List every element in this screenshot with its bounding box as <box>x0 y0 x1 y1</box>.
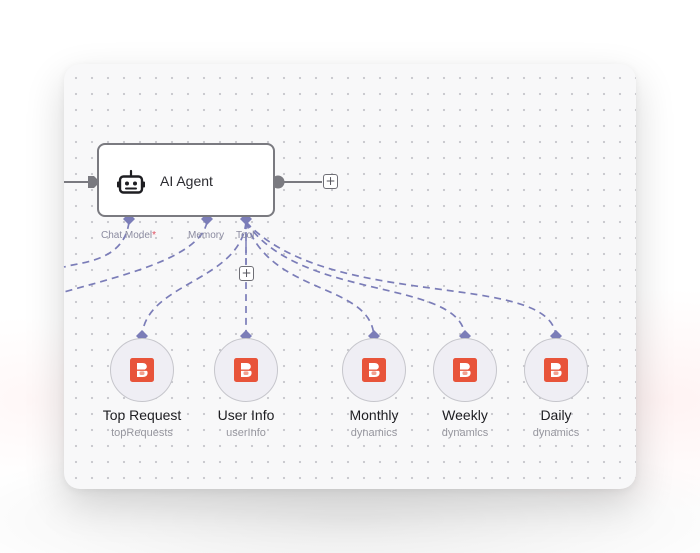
tool-title-weekly: Weekly <box>442 407 488 423</box>
dynamics-logo-icon <box>453 358 477 382</box>
workflow-canvas[interactable] <box>64 64 636 489</box>
ai-agent-title: AI Agent <box>160 173 213 189</box>
tool-subtitle-top-request: topRequests <box>111 427 173 439</box>
tool-node-user-info[interactable] <box>214 338 278 402</box>
tool-title-monthly: Monthly <box>349 407 399 423</box>
tool-node-monthly[interactable] <box>342 338 406 402</box>
tool-node-weekly[interactable] <box>433 338 497 402</box>
tool-subtitle-weekly: dynamics <box>441 427 489 439</box>
tool-node-daily[interactable] <box>524 338 588 402</box>
chat-model-label-text: Chat Model <box>101 230 153 241</box>
tool-title-daily: Daily <box>540 407 572 423</box>
add-tool-button[interactable]: + <box>239 266 254 281</box>
tool-node-top-request[interactable] <box>110 338 174 402</box>
tool-title-top-request: Top Request <box>102 407 182 423</box>
tool-subtitle-user-info: userInfo <box>226 427 266 439</box>
tool-subtitle-daily: dynamics <box>532 427 580 439</box>
dynamics-logo-icon <box>130 358 154 382</box>
ai-agent-node[interactable]: AI Agent <box>97 143 275 217</box>
required-mark: * <box>152 230 157 241</box>
tool-port-label: Tool <box>236 230 255 241</box>
chat-model-port-label: Chat Model* <box>101 230 156 241</box>
dynamics-logo-icon <box>234 358 258 382</box>
dynamics-logo-icon <box>362 358 386 382</box>
robot-icon <box>117 169 145 194</box>
tool-subtitle-monthly: dynamics <box>350 427 398 439</box>
add-output-node-button[interactable]: + <box>323 174 338 189</box>
memory-port-label: Memory <box>188 230 225 241</box>
tool-title-user-info: User Info <box>217 407 275 423</box>
dynamics-logo-icon <box>544 358 568 382</box>
